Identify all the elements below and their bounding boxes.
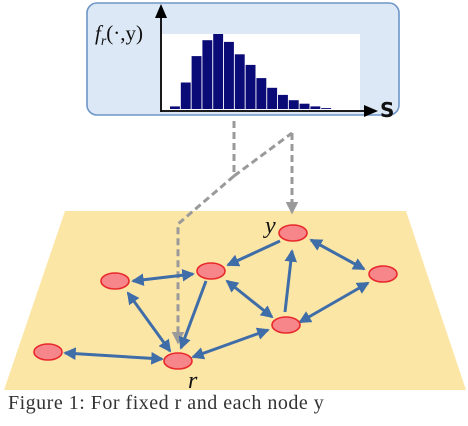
edge-b-r (178, 280, 208, 350)
edge-e-r (63, 347, 164, 365)
histogram-bar (256, 78, 267, 109)
graph-edges (63, 238, 370, 365)
histogram-bar (299, 103, 310, 109)
edge-y-c (309, 238, 366, 271)
node-a (100, 272, 130, 290)
connector-cross (233, 131, 293, 178)
node-b (196, 262, 226, 280)
histogram-axis-label: S (380, 98, 394, 122)
node-d (271, 316, 301, 334)
histogram-bar (310, 106, 321, 109)
node-c (368, 265, 398, 283)
histogram-bar (213, 34, 224, 109)
edge-c-d (298, 281, 370, 324)
graph-plane (4, 211, 466, 390)
histogram-bar (191, 56, 202, 109)
histogram-bar (202, 40, 213, 110)
node-r (163, 352, 193, 370)
node-y (278, 224, 308, 242)
edge-y-b (226, 239, 281, 267)
function-label: fr(·,y) (95, 21, 143, 49)
graph-nodes (33, 224, 398, 370)
edge-a-r (126, 291, 172, 353)
histogram-bar (170, 106, 180, 109)
histogram-bar (224, 41, 234, 109)
histogram-bar (245, 64, 256, 109)
histogram-bar (267, 87, 278, 109)
histogram-x-axis-arrow (364, 105, 378, 117)
edge-d-y (283, 249, 298, 313)
edge-d-r (191, 327, 270, 360)
histogram-bar (180, 82, 191, 109)
figure-caption: Figure 1: For fixed r and each node y (8, 392, 325, 414)
histogram-bar (288, 100, 299, 109)
edge-a-b (131, 268, 195, 287)
node-label-r: r (188, 368, 198, 394)
histogram-y-axis-arrow (155, 4, 167, 18)
node-label-y: y (263, 213, 276, 239)
histogram-bar (321, 108, 332, 109)
histogram-bar (278, 94, 288, 109)
node-e (33, 343, 63, 361)
histogram-bar (234, 54, 245, 109)
edge-b-d (225, 279, 274, 319)
inset-panel: fr(·,y) S (86, 2, 400, 122)
histogram-bars (170, 34, 332, 110)
